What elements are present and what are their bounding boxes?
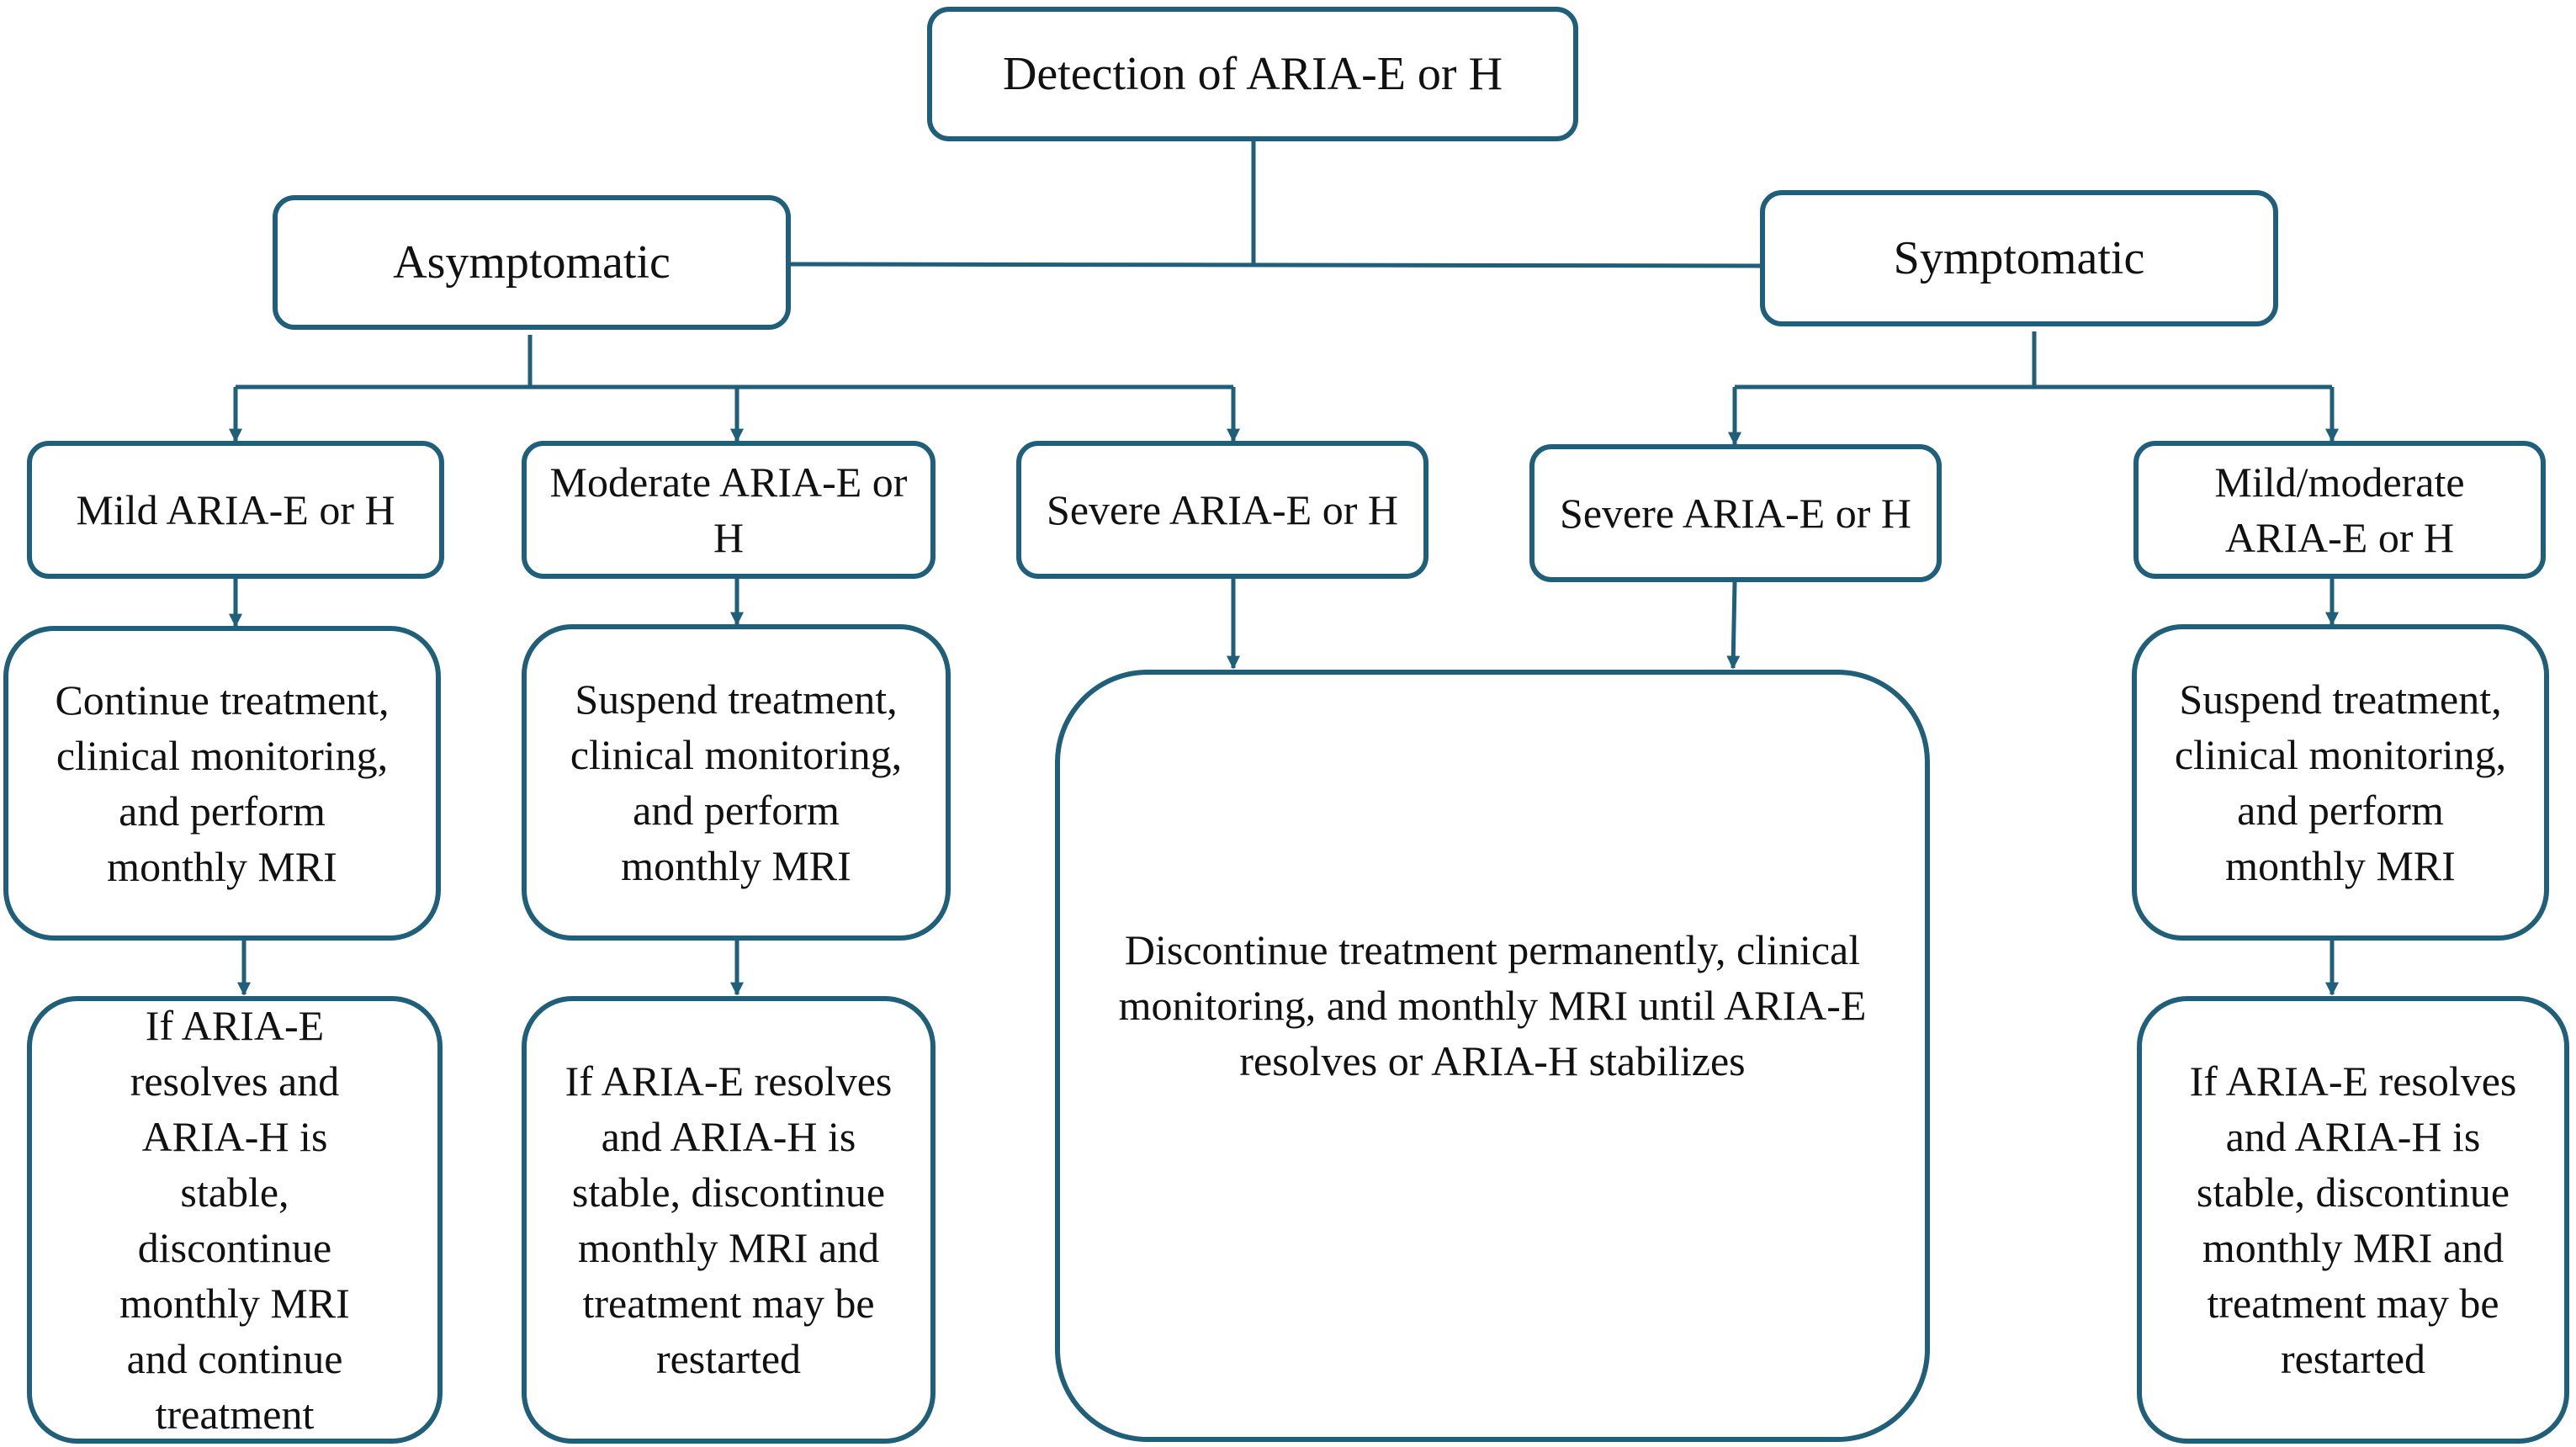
sym-severe-label: Severe ARIA-E or H (1560, 490, 1911, 537)
asym-mild-followup-node: If ARIA-E resolves and ARIA-H is stable,… (27, 996, 443, 1444)
sym-followup-text: If ARIA-E resolves and ARIA-H is stable,… (2189, 1057, 2517, 1382)
asym-mild-action-node: Continue treatment, clinical monitoring,… (3, 626, 441, 941)
sym-mild-moderate-label: Mild/moderate ARIA-E or H (2214, 458, 2465, 561)
symptomatic-node: Symptomatic (1760, 190, 2278, 326)
asymptomatic-node: Asymptomatic (273, 195, 791, 330)
asym-mild-action-text: Continue treatment, clinical monitoring,… (55, 676, 390, 890)
asym-severe-node: Severe ARIA-E or H (1016, 441, 1428, 579)
root-label: Detection of ARIA-E or H (1002, 48, 1503, 100)
asym-moderate-followup-node: If ARIA-E resolves and ARIA-H is stable,… (522, 996, 936, 1444)
asymptomatic-label: Asymptomatic (393, 236, 671, 289)
severe-outcome-node: Discontinue treatment permanently, clini… (1055, 670, 1930, 1442)
severe-outcome-text: Discontinue treatment permanently, clini… (1118, 926, 1867, 1084)
asym-moderate-node: Moderate ARIA-E or H (522, 441, 936, 579)
sym-severe-node: Severe ARIA-E or H (1529, 444, 1942, 582)
asym-severe-label: Severe ARIA-E or H (1047, 486, 1398, 533)
asym-moderate-followup-text: If ARIA-E resolves and ARIA-H is stable,… (564, 1057, 893, 1382)
asym-moderate-action-node: Suspend treatment, clinical monitoring, … (522, 624, 951, 941)
sym-action-node: Suspend treatment, clinical monitoring, … (2132, 624, 2549, 941)
asym-mild-label: Mild ARIA-E or H (76, 486, 395, 533)
root-node: Detection of ARIA-E or H (927, 7, 1578, 141)
arrow-sym-severe-outcome (1726, 581, 1741, 670)
asym-mild-followup-text: If ARIA-E resolves and ARIA-H is stable,… (119, 1002, 350, 1438)
asym-mild-node: Mild ARIA-E or H (27, 441, 444, 579)
asym-moderate-action-text: Suspend treatment, clinical monitoring, … (570, 676, 903, 889)
sym-action-text: Suspend treatment, clinical monitoring, … (2174, 676, 2507, 889)
symptomatic-label: Symptomatic (1893, 232, 2145, 284)
sym-followup-node: If ARIA-E resolves and ARIA-H is stable,… (2137, 996, 2569, 1444)
asym-moderate-label: Moderate ARIA-E or H (549, 458, 908, 561)
sym-mild-moderate-node: Mild/moderate ARIA-E or H (2133, 441, 2546, 579)
connector-branch-bar (788, 262, 1762, 268)
